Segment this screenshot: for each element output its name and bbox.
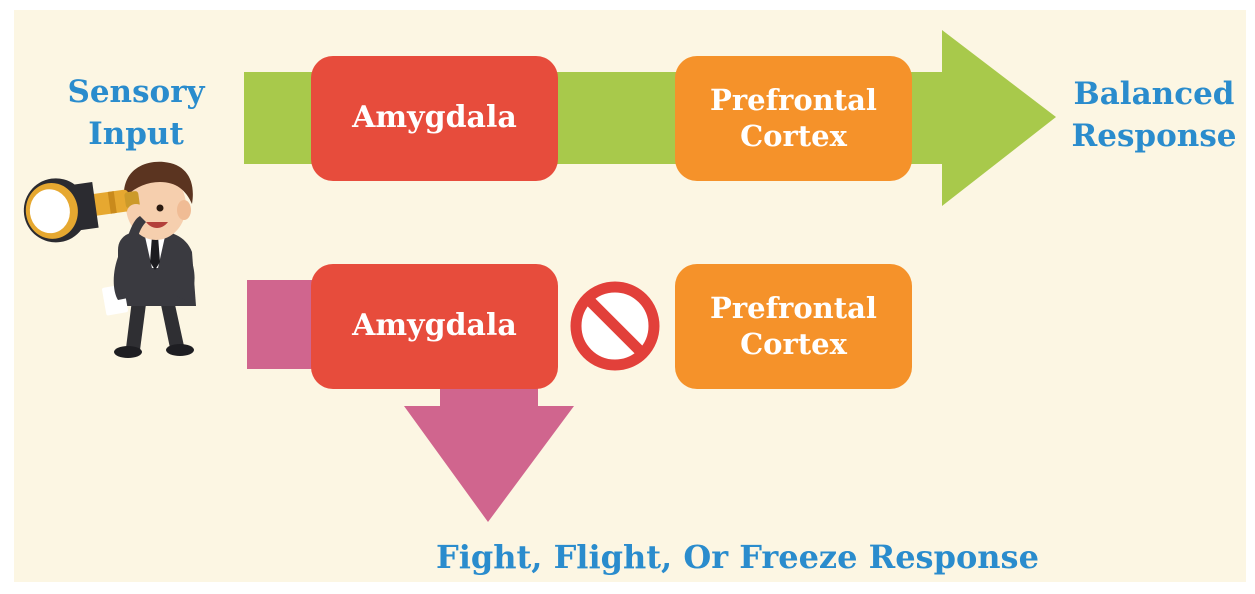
prohibited-icon: [570, 281, 660, 371]
sensory-input-label: Sensory Input: [67, 74, 205, 152]
amygdala-node-top: Amygdala: [311, 56, 558, 181]
amygdala-node-bottom: Amygdala: [311, 264, 558, 389]
prefrontal-cortex-node-bottom: Prefrontal Cortex: [675, 264, 912, 389]
balanced-response-label: Balanced Response: [1071, 76, 1237, 154]
businessman-with-telescope-icon: [23, 161, 196, 358]
threat-down-arrow: [404, 372, 574, 522]
fight-flight-freeze-label: Fight, Flight, Or Freeze Response: [436, 538, 1039, 576]
prefrontal-cortex-node-top: Prefrontal Cortex: [675, 56, 912, 181]
